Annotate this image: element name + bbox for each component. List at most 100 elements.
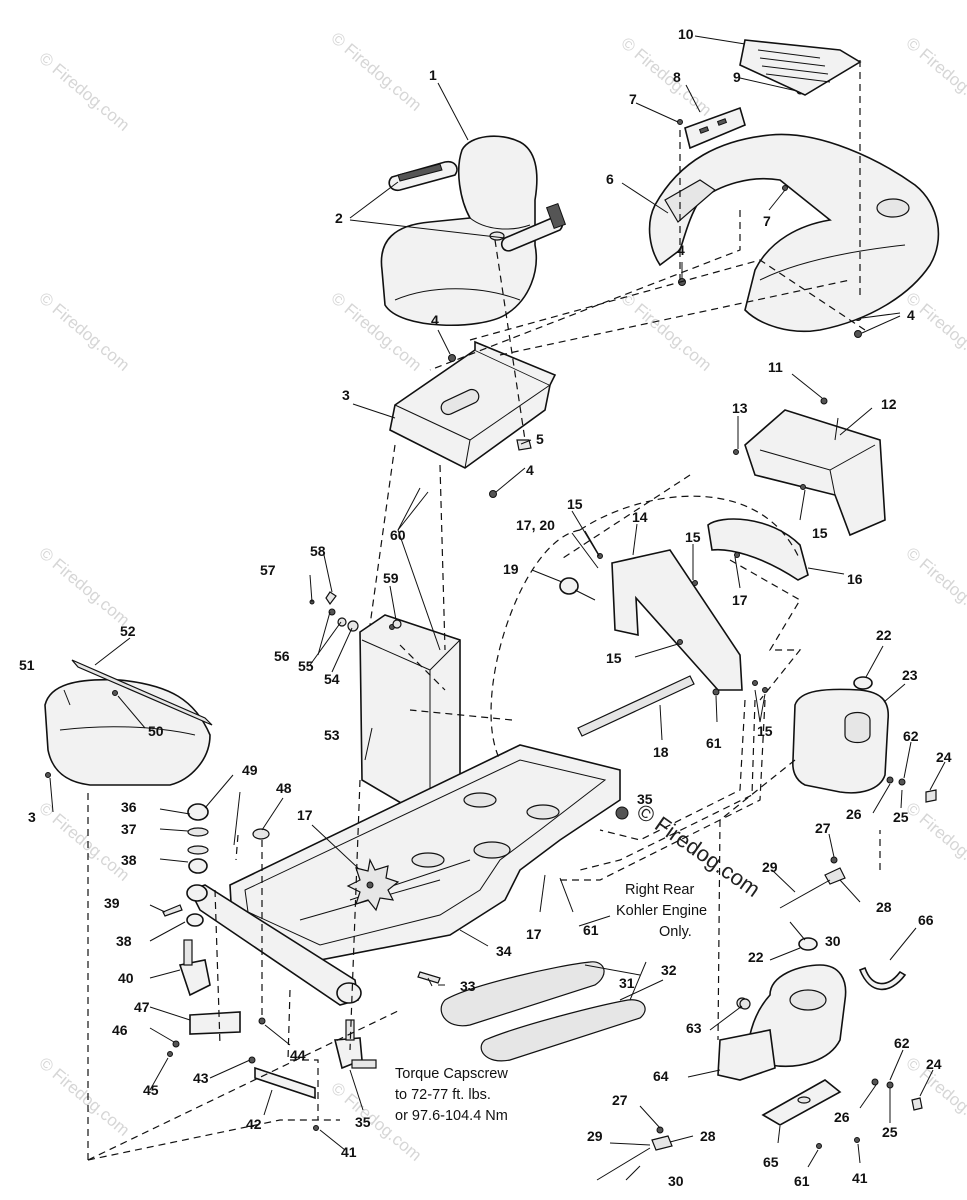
callout-43: 43	[193, 1070, 209, 1086]
assembly-lines	[87, 60, 881, 1161]
callout-2: 2	[335, 210, 343, 226]
callout-16: 16	[847, 571, 863, 587]
callout-29: 29	[587, 1128, 603, 1144]
callout-26: 26	[834, 1109, 850, 1125]
note-torque-line2: to 72-77 ft. lbs.	[395, 1087, 491, 1103]
callout-59: 59	[383, 570, 399, 586]
callout-13: 13	[732, 400, 748, 416]
watermark: © Firedog.com	[327, 29, 425, 115]
callout-10: 10	[678, 26, 694, 42]
callout-42: 42	[246, 1116, 262, 1132]
callout-49: 49	[242, 762, 258, 778]
hood-part	[44, 659, 213, 786]
callout-14: 14	[632, 509, 648, 525]
callout-22: 22	[876, 627, 892, 643]
callout-23: 23	[902, 667, 918, 683]
watermark: © Firedog.com	[902, 289, 967, 375]
callout-48: 48	[276, 780, 292, 796]
strap-part	[858, 966, 907, 991]
callout-17: 17	[526, 926, 542, 942]
callout-27: 27	[815, 820, 831, 836]
callout-45: 45	[143, 1082, 159, 1098]
note-torque-line1: Torque Capscrew	[395, 1066, 508, 1082]
callout-6: 6	[606, 171, 614, 187]
callout-41: 41	[852, 1170, 868, 1186]
callout-4: 4	[431, 312, 439, 328]
callout-62: 62	[894, 1035, 910, 1051]
callout-25: 25	[882, 1124, 898, 1140]
callout-17: 17	[297, 807, 313, 823]
callout-31: 31	[619, 975, 635, 991]
callout-29: 29	[762, 859, 778, 875]
callout-9: 9	[733, 69, 741, 85]
note-right-rear-line1: Right Rear	[625, 882, 694, 898]
callout-26: 26	[846, 806, 862, 822]
callout-15: 15	[685, 529, 701, 545]
callout-15: 15	[606, 650, 622, 666]
callout-12: 12	[881, 396, 897, 412]
callout-7: 7	[629, 91, 637, 107]
callout-30: 30	[668, 1173, 684, 1189]
chassis-frame-part	[229, 744, 629, 961]
star-washer-part	[346, 858, 400, 912]
callout-61: 61	[706, 735, 722, 751]
callout-32: 32	[661, 962, 677, 978]
knob-part	[559, 577, 596, 601]
callout-47: 47	[134, 999, 150, 1015]
callout-36: 36	[121, 799, 137, 815]
callout-38: 38	[116, 933, 132, 949]
grille-part	[739, 39, 862, 96]
callout-39: 39	[104, 895, 120, 911]
callout-60: 60	[390, 527, 406, 543]
fuel-fittings	[779, 856, 846, 909]
callout-63: 63	[686, 1020, 702, 1036]
callout-8: 8	[673, 69, 681, 85]
watermark: © Firedog.com	[902, 34, 967, 120]
callout-24: 24	[926, 1056, 942, 1072]
callout-46: 46	[112, 1022, 128, 1038]
callout-61: 61	[794, 1173, 810, 1189]
axle-plates	[167, 1011, 319, 1131]
callout-52: 52	[120, 623, 136, 639]
fender-panel-part	[648, 133, 940, 333]
bracket-part	[597, 518, 809, 693]
callout-61: 61	[583, 922, 599, 938]
callout-15: 15	[812, 525, 828, 541]
watermark: © Firedog.com	[617, 289, 715, 375]
tank-bracket-part	[761, 1079, 860, 1149]
seat-plate-part	[389, 340, 557, 469]
callout-18: 18	[653, 744, 669, 760]
note-right-rear-line3: Only.	[659, 924, 692, 940]
notes: Right Rear Kohler Engine Only. Torque Ca…	[395, 882, 707, 1124]
callout-57: 57	[260, 562, 276, 578]
washer-part	[739, 998, 751, 1010]
callout-33: 33	[460, 978, 476, 994]
callout-1: 1	[429, 67, 437, 83]
note-torque-line3: or 97.6-104.4 Nm	[395, 1108, 508, 1124]
note-right-rear-line2: Kohler Engine	[616, 903, 707, 919]
callout-50: 50	[148, 723, 164, 739]
callout-40: 40	[118, 970, 134, 986]
armrest-part	[388, 160, 567, 252]
callout-53: 53	[324, 727, 340, 743]
callout-24: 24	[936, 749, 952, 765]
callout-5: 5	[536, 431, 544, 447]
callout-64: 64	[653, 1068, 669, 1084]
callout-55: 55	[298, 658, 314, 674]
callout-44: 44	[290, 1047, 306, 1063]
rod-part	[577, 675, 720, 737]
watermark: © Firedog.com	[902, 799, 967, 885]
callout-27: 27	[612, 1092, 628, 1108]
battery-box-part	[733, 397, 886, 537]
callout-22: 22	[748, 949, 764, 965]
callout-19: 19	[503, 561, 519, 577]
watermark: © Firedog.com	[35, 1054, 133, 1140]
callout-4: 4	[907, 307, 915, 323]
callout-56: 56	[274, 648, 290, 664]
bushings	[162, 803, 270, 927]
callout-38: 38	[121, 852, 137, 868]
watermark: © Firedog.com	[35, 49, 133, 135]
fuel-fittings-lower	[596, 998, 923, 1181]
callout-65: 65	[763, 1154, 779, 1170]
